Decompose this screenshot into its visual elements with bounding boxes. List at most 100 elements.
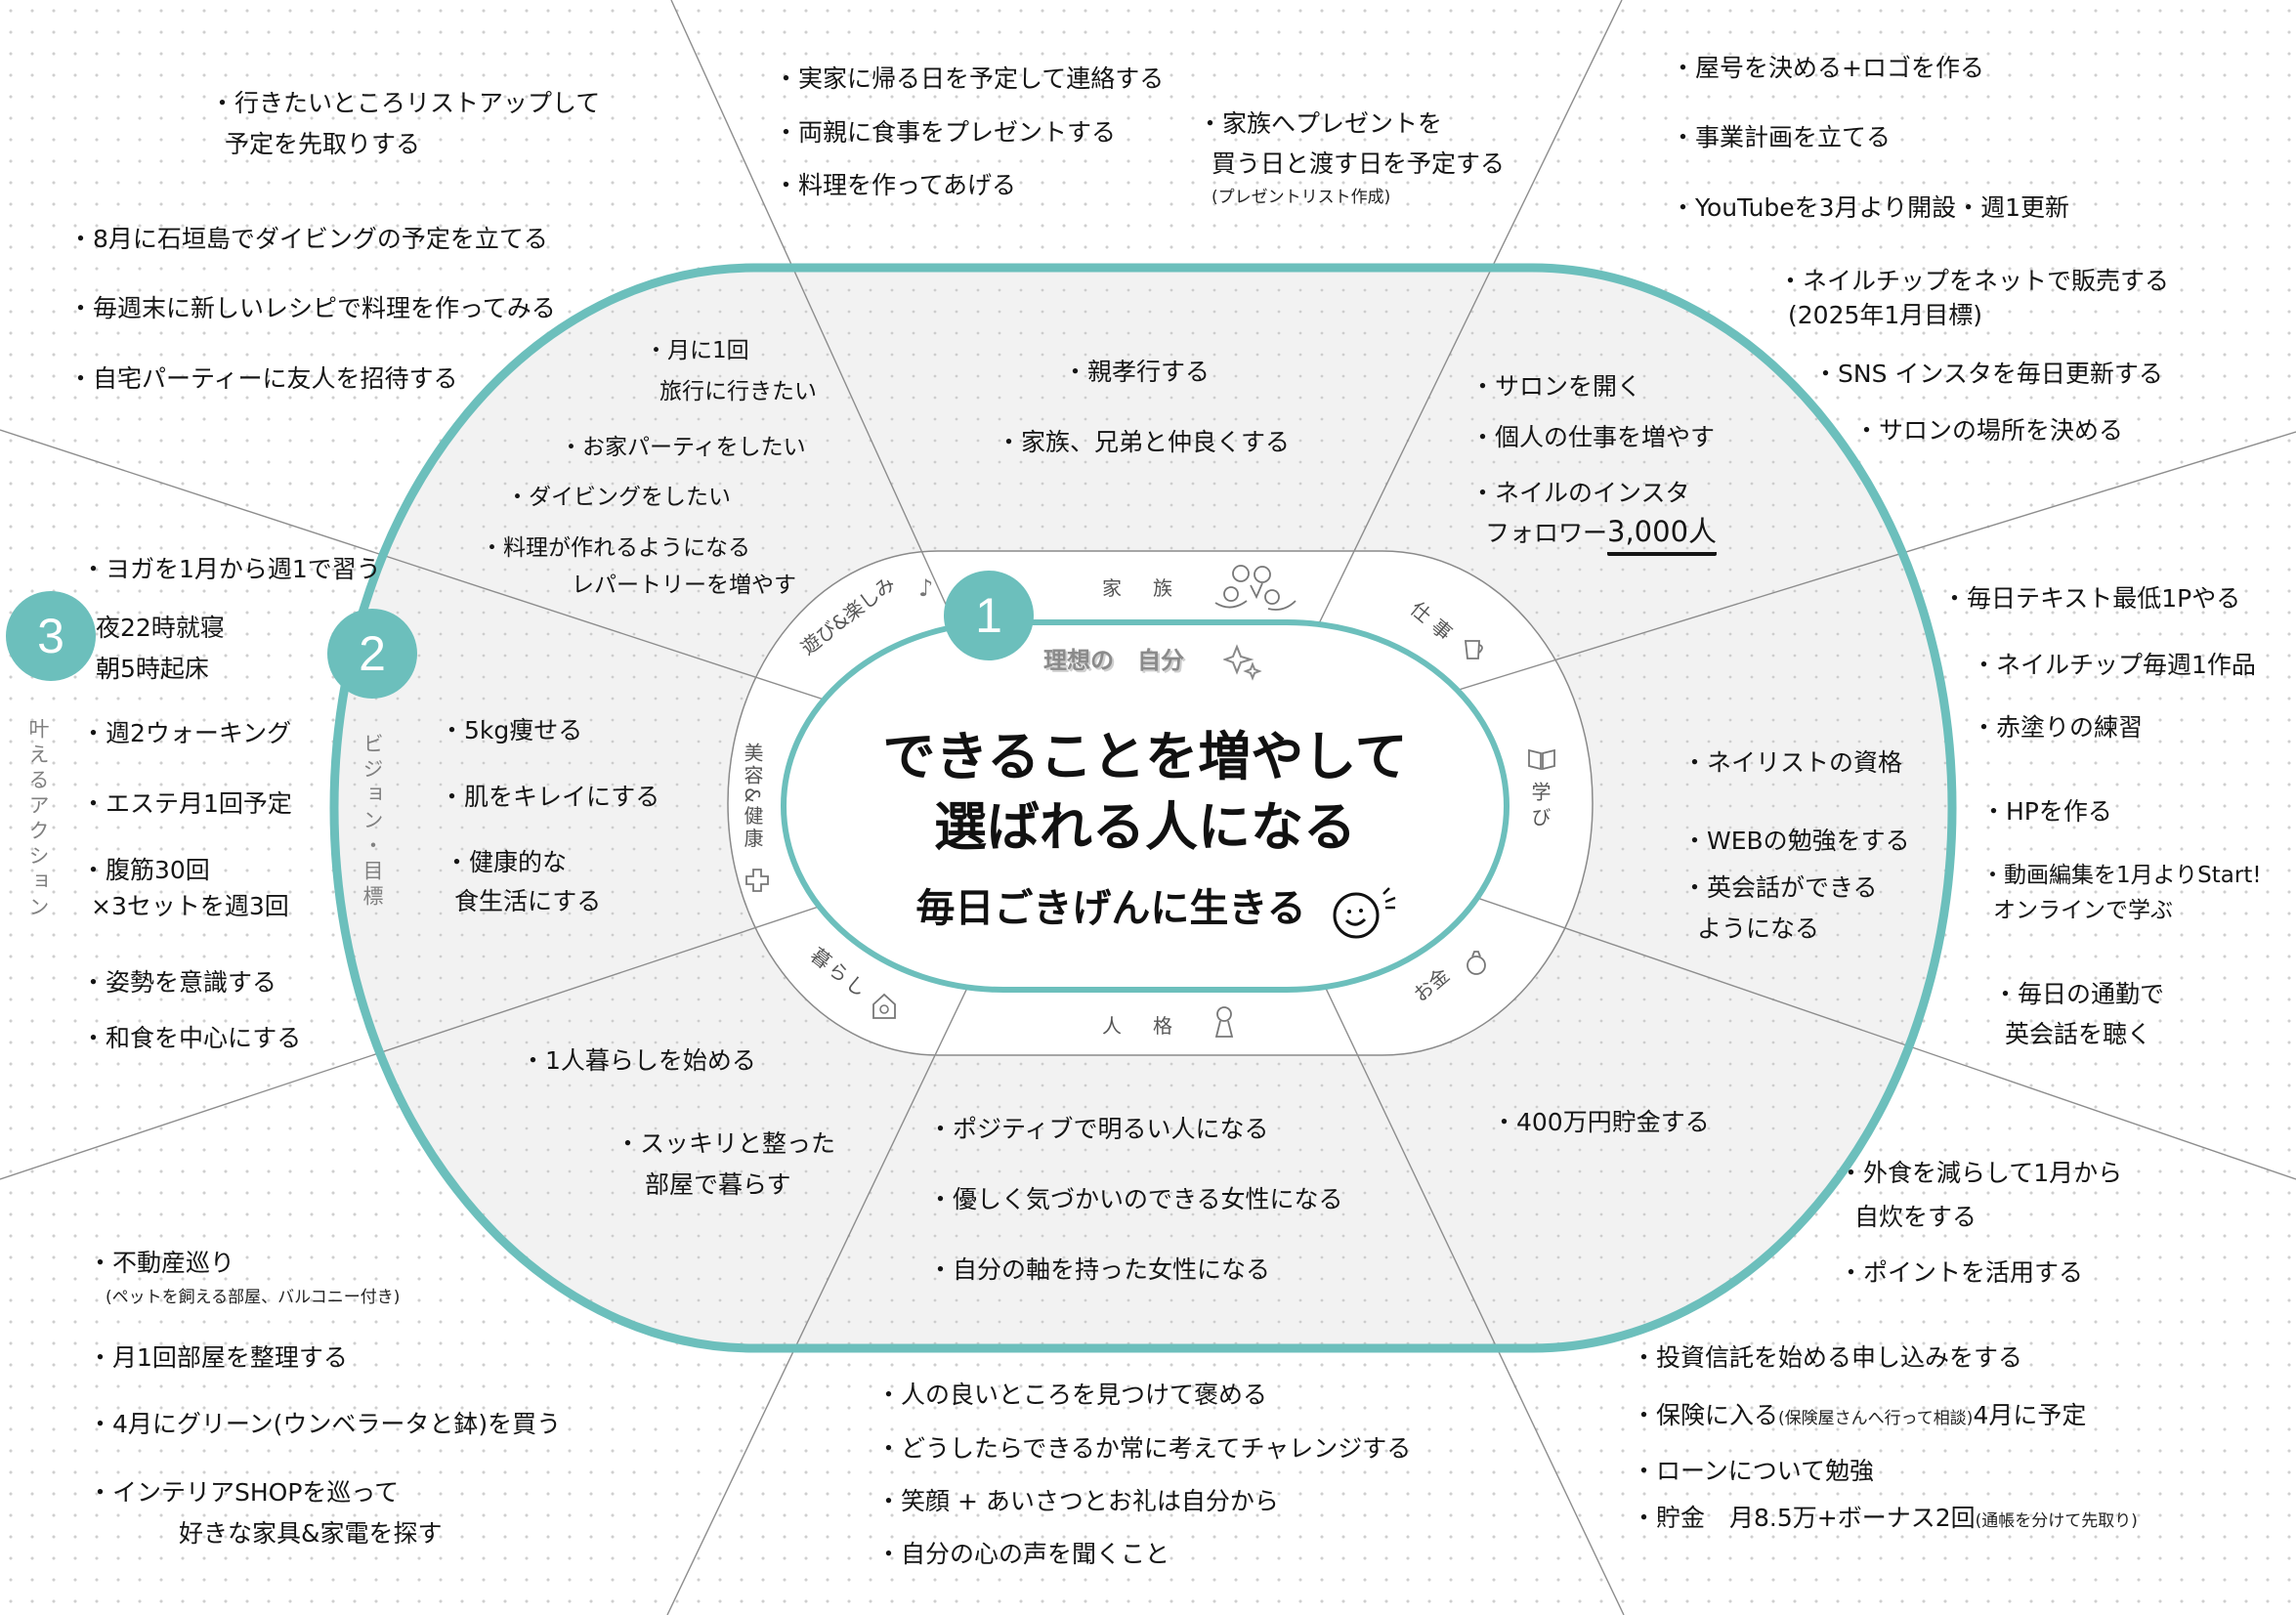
manabi-goal: ・WEBの勉強をする xyxy=(1682,827,1910,855)
divider-line xyxy=(1289,0,1623,685)
biyou-goal: ・健康的な xyxy=(445,848,568,876)
jinkaku-action: ・笑顔 + あいさつとお礼は自分から xyxy=(876,1487,1279,1515)
kurashi-action-note: (ペットを飼える部屋、バルコニー付き) xyxy=(106,1288,401,1307)
asobi-goal: 旅行に行きたい xyxy=(659,379,817,404)
shigoto-action: ・ネイルチップをネットで販売する xyxy=(1778,267,2170,295)
asobi-goal: レパートリーを増やす xyxy=(572,573,796,598)
kazoku-goal: ・親孝行する xyxy=(1063,358,1211,386)
follower-label: フォロワー xyxy=(1485,519,1608,547)
asobi-goal: ・月に1回 xyxy=(645,338,749,363)
kazoku-action: ・家族へプレゼントを xyxy=(1198,109,1443,138)
manabi-action: ・動画編集を1月よりStart! xyxy=(1981,863,2262,888)
kazoku-action: ・実家に帰る日を予定して連絡する xyxy=(774,64,1165,93)
kazoku-goal: ・家族、兄弟と仲良くする xyxy=(997,428,1291,456)
vision-ring-label: ビジョン・目標 xyxy=(361,733,384,911)
asobi-action: ・行きたいところリストアップして xyxy=(210,89,601,117)
kurashi-action: ・不動産巡り xyxy=(88,1249,235,1277)
kazoku-action: ・料理を作ってあげる xyxy=(774,171,1017,199)
shigoto-action: ・YouTubeを3月より開設・週1更新 xyxy=(1671,193,2069,222)
biyou-action: ・ヨガを1月から週1で習う xyxy=(81,555,381,583)
biyou-goal: ・肌をキレイにする xyxy=(440,783,660,811)
vision-subtitle: 毎日ごきげんに生きる xyxy=(915,886,1306,931)
book-icon xyxy=(1528,748,1555,771)
plus-icon xyxy=(745,869,769,892)
music-note-icon: ♪ xyxy=(918,574,934,602)
marker-1: 1 xyxy=(944,571,1034,660)
okane-goal: ・400万円貯金する xyxy=(1492,1108,1710,1136)
divider-line xyxy=(0,892,861,1180)
okane-action: ・投資信託を始める申し込みをする xyxy=(1632,1343,2023,1372)
ideal-self-core xyxy=(781,619,1509,993)
asobi-goal: ・料理が作れるようになる xyxy=(481,535,750,561)
manabi-goal: ・英会話ができる xyxy=(1682,873,1878,902)
biyou-goal: 食生活にする xyxy=(454,887,602,915)
okane-action: ・ローンについて勉強 xyxy=(1632,1457,1875,1485)
smiley-icon xyxy=(1333,887,1396,939)
vision-ring-outline xyxy=(329,263,1957,1353)
jinkaku-goal: ・ポジティブで明るい人になる xyxy=(928,1115,1269,1143)
kurashi-action: ・月1回部屋を整理する xyxy=(88,1343,348,1372)
vision-title-line-2: 選ばれる人になる xyxy=(934,796,1356,858)
asobi-action: ・8月に石垣島でダイビングの予定を立てる xyxy=(68,225,548,253)
kurashi-action: ・4月にグリーン(ウンベラータと鉢)を買う xyxy=(88,1410,562,1438)
asobi-goal: ・ダイビングをしたい xyxy=(506,485,731,510)
follower-target: 3,000人 xyxy=(1607,515,1718,556)
manabi-action: ・HPを作る xyxy=(1981,797,2112,826)
kazoku-action-note: (プレゼントリスト作成) xyxy=(1212,188,1391,207)
divider-line xyxy=(1445,431,2296,695)
insurance-main: ・保険に入る xyxy=(1632,1401,1779,1429)
shigoto-goal: フォロワー3,000人 xyxy=(1485,515,1718,556)
insurance-note: (保険屋さんへ行って相談) xyxy=(1778,1409,1974,1428)
kazoku-action: ・両親に食事をプレゼントする xyxy=(774,118,1117,147)
manabi-action: ・ネイルチップ毎週1作品 xyxy=(1972,651,2256,679)
savings-note: (通帳を分けて先取り) xyxy=(1975,1511,2138,1531)
biyou-action: 夜22時就寝 xyxy=(96,614,225,642)
biyou-action: ・エステ月1回予定 xyxy=(81,789,292,818)
okane-action: 自炊をする xyxy=(1854,1203,1977,1231)
divider-line xyxy=(1292,917,1625,1615)
kazoku-action: 買う日と渡す日を予定する xyxy=(1212,149,1506,178)
biyou-action: ×3セットを週3回 xyxy=(91,892,289,920)
asobi-goal: ・お家パーティをしたい xyxy=(560,435,806,460)
shigoto-action: ・サロンの場所を決める xyxy=(1854,416,2124,445)
vision-title-line-1: できることを増やして xyxy=(882,726,1408,787)
jinkaku-goal: ・自分の軸を持った女性になる xyxy=(928,1255,1271,1284)
asobi-action: ・毎週末に新しいレシピで料理を作ってみる xyxy=(68,294,556,322)
jinkaku-action: ・自分の心の声を聞くこと xyxy=(876,1540,1170,1568)
manabi-action: 英会話を聴く xyxy=(2005,1020,2152,1048)
marker-3: 3 xyxy=(6,591,96,681)
manabi-action: ・毎日の通勤で xyxy=(1993,980,2165,1008)
biyou-action: ・姿勢を意識する xyxy=(81,968,277,997)
jinkaku-goal: ・優しく気づかいのできる女性になる xyxy=(928,1185,1343,1213)
category-kazoku: 家 族 xyxy=(1102,576,1178,600)
okane-action: ・保険に入る(保険屋さんへ行って相談)4月に予定 xyxy=(1632,1403,2086,1427)
biyou-action: ・週2ウォーキング xyxy=(81,719,292,747)
manabi-action: ・毎日テキスト最低1Pやる xyxy=(1942,584,2241,613)
insurance-tail: 4月に予定 xyxy=(1973,1401,2087,1429)
biyou-action: 朝5時起床 xyxy=(96,655,209,683)
sparkle-icon xyxy=(1223,644,1262,681)
wallet-icon xyxy=(1467,951,1486,975)
ideal-self-label: 理想の 自分 xyxy=(1043,647,1184,674)
manabi-action: ・赤塗りの練習 xyxy=(1972,713,2144,742)
divider-line xyxy=(666,917,1001,1615)
divider-line xyxy=(670,0,983,685)
shigoto-action: (2025年1月目標) xyxy=(1788,301,1983,329)
kurashi-action: 好きな家具&家電を探す xyxy=(179,1519,443,1548)
manabi-goal: ようになる xyxy=(1697,914,1820,943)
category-manabi: 学び xyxy=(1528,782,1552,832)
cup-icon xyxy=(1464,640,1483,659)
manabi-goal: ・ネイリストの資格 xyxy=(1682,748,1903,777)
marker-2: 2 xyxy=(327,609,417,699)
category-jinkaku: 人 格 xyxy=(1102,1014,1178,1038)
action-ring-label: 叶えるアクション xyxy=(26,718,50,921)
okane-action: ・外食を減らして1月から xyxy=(1839,1159,2123,1187)
okane-action: ・ポイントを活用する xyxy=(1839,1258,2084,1287)
divider-line xyxy=(1445,886,2296,1180)
asobi-action: 予定を先取りする xyxy=(225,130,421,158)
savings-main: ・貯金 月8.5万+ボーナス2回 xyxy=(1632,1504,1976,1532)
okane-action: ・貯金 月8.5万+ボーナス2回(通帳を分けて先取り) xyxy=(1632,1506,2138,1530)
jinkaku-action: ・人の良いところを見つけて褒める xyxy=(876,1381,1268,1409)
